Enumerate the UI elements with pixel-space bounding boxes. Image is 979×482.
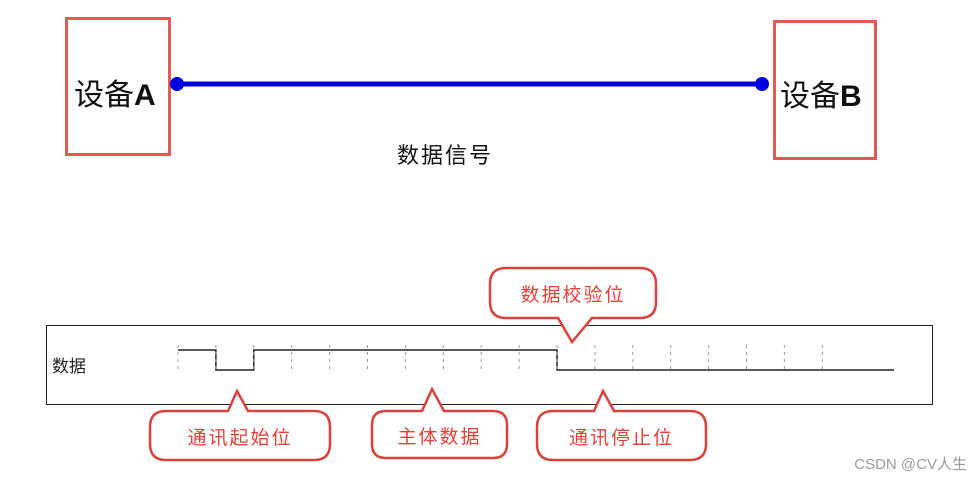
- signal-endpoint-b: [755, 77, 769, 91]
- callout-start-text: 通讯起始位: [187, 427, 293, 449]
- frame-waveform: [178, 349, 894, 371]
- callout-stop-text: 通讯停止位: [568, 427, 674, 449]
- device-b-box: [773, 20, 877, 160]
- signal-endpoint-a: [170, 77, 184, 91]
- callout-payload-text: 主体数据: [397, 426, 482, 448]
- callout-start-bubble: [148, 388, 332, 462]
- callout-parity-bubble: [488, 266, 658, 345]
- callout-stop-bubble: [535, 388, 708, 462]
- device-b-label: 设备B: [780, 79, 862, 114]
- frame-box: [46, 325, 933, 405]
- device-a-label: 设备A: [74, 78, 156, 113]
- callout-parity-text: 数据校验位: [520, 284, 626, 306]
- device-a-box: [65, 17, 171, 156]
- row-label: 数据: [52, 357, 86, 377]
- watermark: CSDN @CV人生: [854, 456, 967, 473]
- callout-payload-bubble: [370, 386, 509, 460]
- signal-caption: 数据信号: [397, 144, 494, 169]
